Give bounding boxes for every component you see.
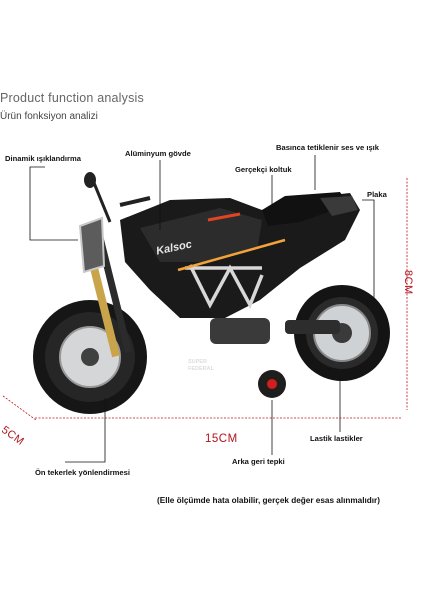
front-wheel	[33, 300, 147, 414]
badge-line-1: SUPER	[188, 359, 207, 365]
headlight	[78, 216, 106, 274]
page-subtitle: Ürün fonksiyon analizi	[0, 111, 98, 122]
rear-wheel	[294, 285, 390, 381]
badge-line-2: FEDERAL	[188, 366, 214, 372]
dimension-lines	[2, 178, 408, 421]
label-seat: Gerçekçi koltuk	[235, 165, 292, 174]
measurement-note: (Elle ölçümde hata olabilir, gerçek değe…	[157, 496, 380, 505]
label-sound: Basınca tetiklenir ses ve ışık	[276, 143, 379, 152]
label-pullback: Arka geri tepki	[232, 457, 285, 466]
dimension-length: 15CM	[205, 433, 238, 445]
label-plate: Plaka	[367, 190, 387, 199]
label-front-wheel: Ön tekerlek yönlendirmesi	[35, 468, 130, 477]
trellis-frame	[185, 264, 264, 310]
page-title: Product function analysis	[0, 91, 144, 105]
callout-lines	[29, 155, 375, 463]
label-headlight: Dinamik ışıklandırma	[5, 154, 81, 163]
label-tire: Lastik lastikler	[310, 434, 363, 443]
dimension-height: 8CM	[402, 270, 414, 295]
label-body: Alüminyum gövde	[125, 149, 191, 158]
